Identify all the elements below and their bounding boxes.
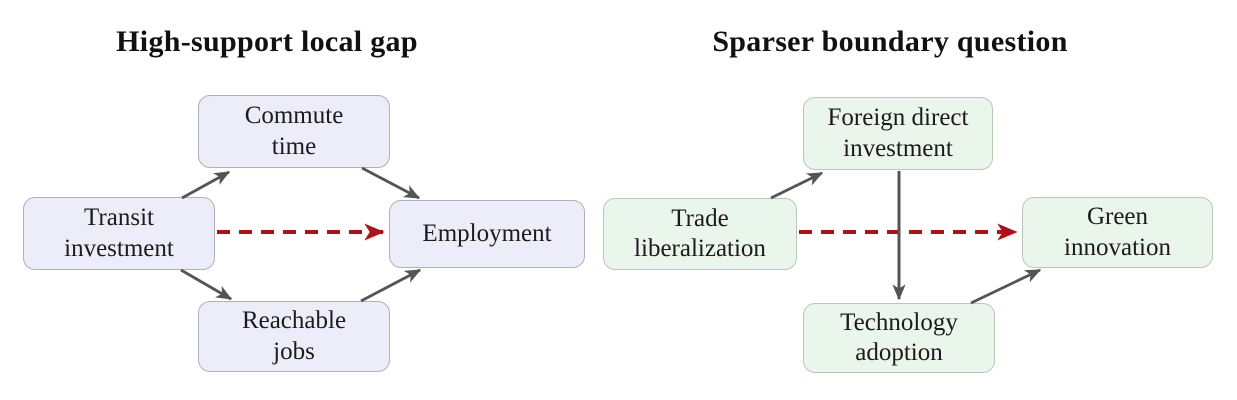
node-transit-investment-label: Transit investment [64,204,174,262]
edge-trade-liberalization-to-foreign-direct-investment [770,171,824,200]
node-foreign-direct-investment-label: Foreign direct investment [827,104,969,162]
node-foreign-direct-investment: Foreign direct investment [803,97,993,170]
node-reachable-jobs: Reachable jobs [198,301,390,372]
node-employment: Employment [389,200,585,268]
edge-transit-investment-to-commute-time [181,170,231,200]
edge-commute-time-to-employment [361,166,421,200]
left-panel-title: High-support local gap [116,25,418,58]
node-employment-label: Employment [422,219,552,247]
node-commute-time: Commute time [198,95,390,168]
edge-transit-investment-to-reachable-jobs [180,268,233,301]
right-panel-title: Sparser boundary question [712,25,1068,58]
node-technology-adoption-label: Technology adoption [840,308,958,367]
node-trade-liberalization-label: Trade liberalization [634,204,766,263]
node-commute-time-label: Commute time [244,102,344,160]
node-green-innovation: Green innovation [1022,197,1213,268]
edge-technology-adoption-to-green-innovation [970,268,1042,305]
node-trade-liberalization: Trade liberalization [603,198,797,270]
node-reachable-jobs-label: Reachable jobs [241,307,347,365]
node-green-innovation-label: Green innovation [1064,203,1171,261]
node-technology-adoption: Technology adoption [803,303,995,373]
node-transit-investment: Transit investment [23,197,215,270]
edge-reachable-jobs-to-employment [360,268,422,303]
